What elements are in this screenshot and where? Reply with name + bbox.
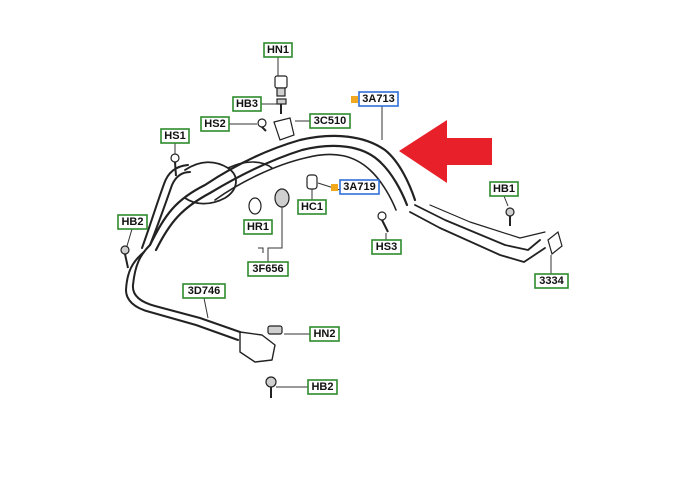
callout-hc1[interactable]: HC1 (297, 199, 327, 215)
power-steering-lines (125, 134, 546, 363)
callout-hs1[interactable]: HS1 (160, 128, 190, 144)
callout-hb1[interactable]: HB1 (489, 181, 519, 197)
callout-3f656[interactable]: 3F656 (247, 261, 289, 277)
callout-hb2-bottom-text: HB2 (311, 381, 333, 393)
callout-3d746-text: 3D746 (188, 285, 220, 297)
red-arrow-icon (399, 120, 492, 183)
callout-hn1-text: HN1 (267, 44, 289, 56)
callout-3334-text: 3334 (539, 275, 564, 287)
bolt-hb2-left-part (120, 245, 130, 269)
callout-3a719[interactable]: 3A719 (339, 179, 380, 195)
bracket-3c510-part (273, 117, 295, 141)
leader-lines (126, 57, 552, 388)
bolt-hb3-part (276, 98, 287, 114)
orange-square-icon (331, 184, 338, 191)
callout-hr1-text: HR1 (247, 221, 269, 233)
callout-hs3-text: HS3 (376, 241, 397, 253)
screw-hs2-part (257, 118, 267, 132)
callout-3c510[interactable]: 3C510 (309, 113, 351, 129)
callout-hs2[interactable]: HS2 (200, 116, 230, 132)
nut-hn1-part (274, 75, 288, 97)
callout-3f656-text: 3F656 (252, 263, 283, 275)
bolt-hb2-bottom-part (265, 376, 277, 398)
callout-hb2-left-text: HB2 (121, 216, 143, 228)
callout-hb1-text: HB1 (493, 183, 515, 195)
callout-hn2-text: HN2 (313, 328, 335, 340)
fastener-parts (120, 75, 563, 398)
orange-square-icon (351, 96, 358, 103)
callout-hc1-text: HC1 (301, 201, 323, 213)
callout-3a713-text: 3A713 (362, 93, 394, 105)
clip-3334-part (547, 230, 563, 256)
callout-3334[interactable]: 3334 (534, 273, 569, 289)
nut-hn2-part (267, 325, 283, 335)
grommet-hr1-part (248, 188, 290, 215)
screw-hs1-part (170, 153, 180, 177)
callout-hs3[interactable]: HS3 (371, 239, 402, 255)
callout-hb3[interactable]: HB3 (232, 96, 262, 112)
callout-hn2[interactable]: HN2 (309, 326, 340, 342)
callout-hb2-left[interactable]: HB2 (117, 214, 148, 230)
callout-hb3-text: HB3 (236, 98, 258, 110)
bolt-hb1-part (505, 207, 515, 226)
callout-3d746[interactable]: 3D746 (182, 283, 226, 299)
callout-3c510-text: 3C510 (314, 115, 346, 127)
callout-3a713[interactable]: 3A713 (358, 91, 399, 107)
callout-hb2-bottom[interactable]: HB2 (307, 379, 338, 395)
clip-hc1-part (306, 174, 318, 190)
callout-3a719-text: 3A719 (343, 181, 375, 193)
screw-hs3-part (377, 211, 389, 233)
callout-hs1-text: HS1 (164, 130, 185, 142)
callout-hr1[interactable]: HR1 (243, 219, 273, 235)
callout-hn1[interactable]: HN1 (263, 42, 293, 58)
callout-hs2-text: HS2 (204, 118, 225, 130)
